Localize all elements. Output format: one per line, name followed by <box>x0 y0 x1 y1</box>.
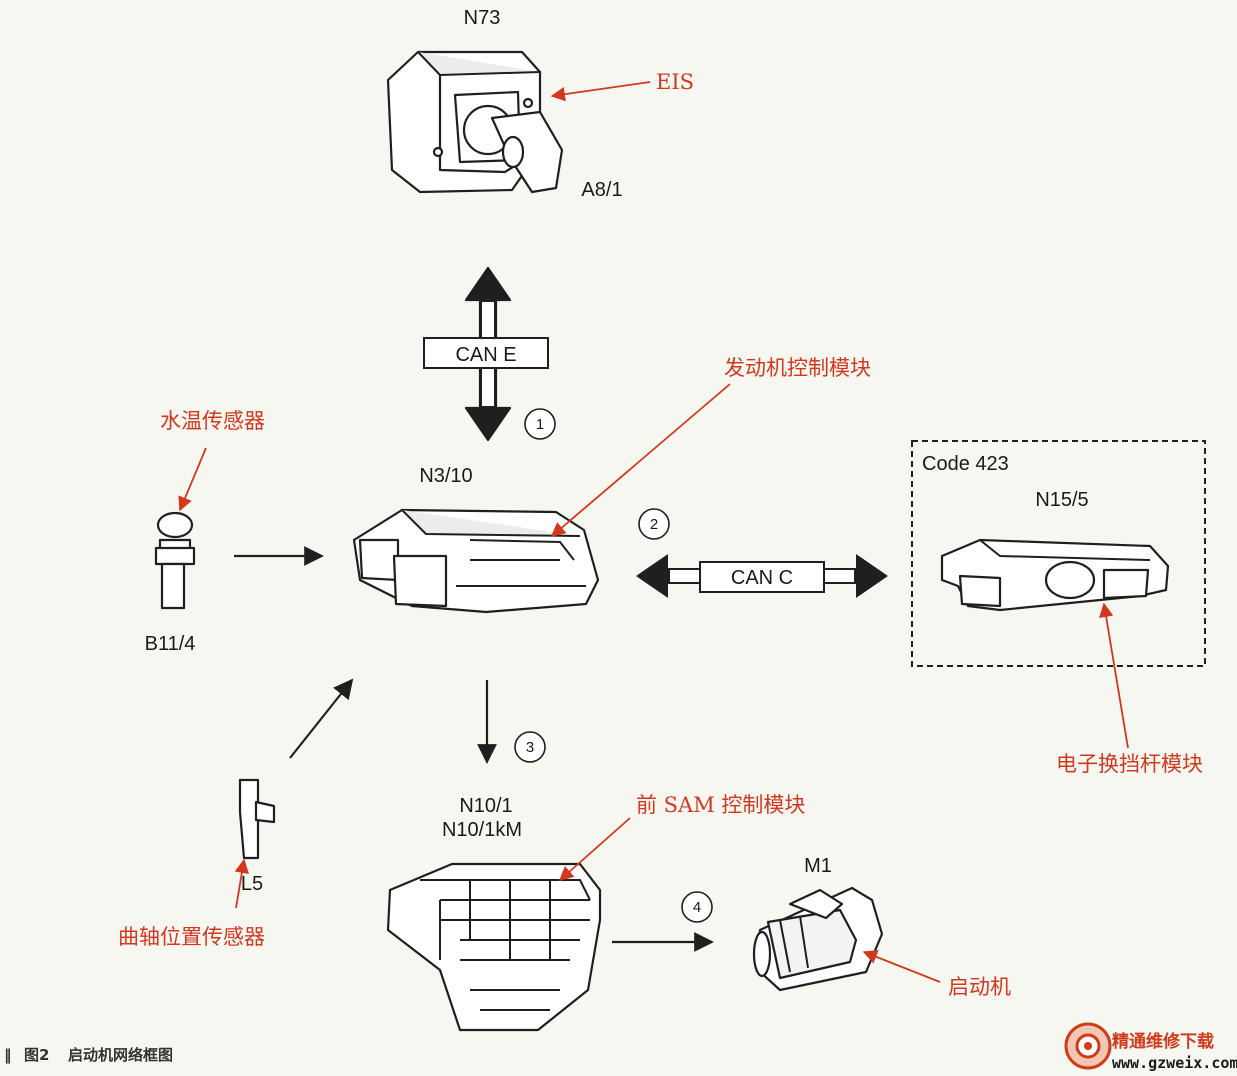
step-number: 3 <box>526 739 534 756</box>
arrow-crank-to-ecm <box>289 678 354 759</box>
label-b11-4: B11/4 <box>145 633 196 655</box>
step-number: 1 <box>536 416 544 433</box>
watermark-url: www.gzweix.com <box>1112 1054 1237 1072</box>
label-n10-1: N10/1 <box>459 795 512 817</box>
step-circle-1: 1 <box>524 408 556 440</box>
gear-selector-module-drawing <box>940 538 1170 612</box>
watermark-logo: 精通维修下载 www.gzweix.com <box>1064 1022 1237 1072</box>
step-circle-4: 4 <box>681 891 713 923</box>
crank-sensor-drawing <box>238 778 276 860</box>
label-m1: M1 <box>804 855 832 877</box>
caption-title: 启动机网络框图 <box>68 1046 173 1064</box>
watermark-name: 精通维修下载 <box>1112 1031 1214 1052</box>
label-can-e: CAN E <box>455 344 516 366</box>
step-number: 2 <box>650 516 658 533</box>
can-e-label-box <box>423 337 549 369</box>
coolant-sensor-drawing <box>154 511 196 610</box>
step-circle-2: 2 <box>638 508 670 540</box>
annotation-shift-module: 电子换挡杆模块 <box>1056 752 1203 776</box>
engine-control-module-drawing <box>352 508 600 614</box>
annotation-starter: 启动机 <box>948 975 1011 999</box>
annotation-engine-module: 发动机控制模块 <box>724 356 871 380</box>
code-423-box <box>911 440 1206 667</box>
can-e-bus <box>423 266 549 442</box>
can-c-bus <box>636 554 888 598</box>
leader-water-temp <box>178 447 207 512</box>
can-c-label-box <box>699 561 825 593</box>
label-n3-10: N3/10 <box>419 465 472 487</box>
label-n73: N73 <box>464 7 501 29</box>
step-number: 4 <box>693 899 701 916</box>
front-sam-module-drawing <box>386 862 602 1032</box>
caption-figure: 图2 <box>24 1046 49 1064</box>
label-code-423: Code 423 <box>922 453 1009 475</box>
leader-sam <box>558 817 631 881</box>
leader-eis <box>550 81 651 102</box>
leader-starter <box>862 950 941 983</box>
annotation-eis: EIS <box>656 70 694 94</box>
leader-engine-module <box>550 383 731 537</box>
caption-marker: ‖ <box>4 1046 12 1065</box>
annotation-sam-module: 前 SAM 控制模块 <box>636 793 805 817</box>
leader-crank <box>234 858 249 909</box>
annotation-crank-sensor: 曲轴位置传感器 <box>118 925 265 949</box>
leader-shift-module <box>1099 602 1129 749</box>
label-l5: L5 <box>241 873 263 895</box>
label-n10-1km: N10/1kM <box>442 819 522 841</box>
label-can-c: CAN C <box>731 567 793 589</box>
eis-switch-drawing <box>386 50 564 194</box>
label-n15-5: N15/5 <box>1035 489 1088 511</box>
step-circle-3: 3 <box>514 731 546 763</box>
starter-motor-drawing <box>752 886 884 992</box>
label-a8-1: A8/1 <box>581 179 622 201</box>
annotation-water-temp: 水温传感器 <box>160 409 265 433</box>
